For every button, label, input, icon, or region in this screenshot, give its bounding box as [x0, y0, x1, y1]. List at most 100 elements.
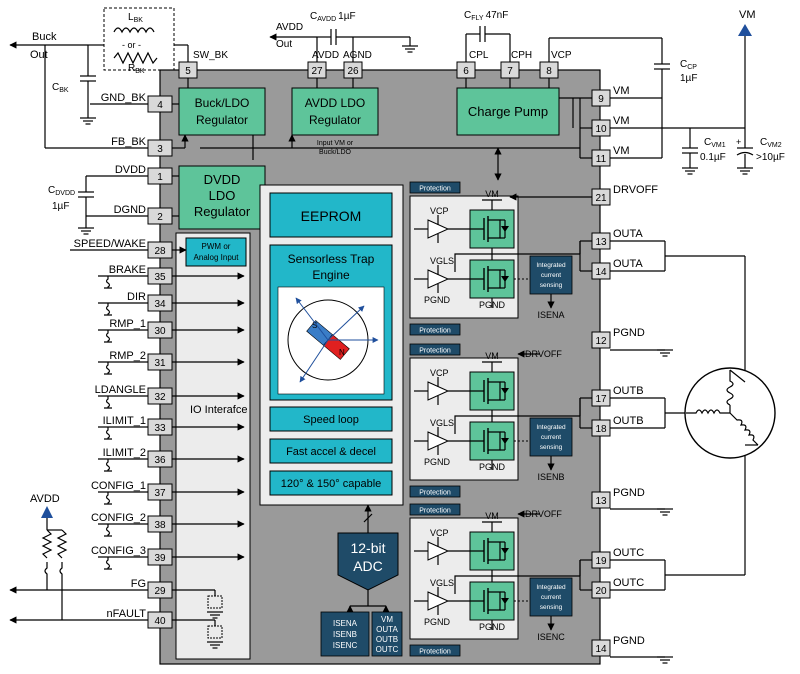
vm-label: VM [485, 511, 499, 521]
avdd-arrow-icon [41, 506, 53, 518]
motor-winding-c-icon [729, 412, 759, 446]
pin-label: OUTC [613, 577, 644, 589]
pin-label: SPEED/WAKE [74, 238, 146, 250]
pin-label: nFAULT [106, 608, 146, 620]
adc-input-label: OUTA [376, 625, 398, 634]
pin-label: VM [613, 115, 630, 127]
adc-input-label: ISENC [333, 641, 358, 650]
eeprom-label: EEPROM [301, 208, 362, 224]
half-bridge-2: ProtectionProtectionDRVOFFVMPGNDVCPVGLSP… [409, 343, 592, 498]
vm-label: VM [485, 351, 499, 361]
eeprom-block [269, 192, 393, 238]
pin-number: 31 [154, 358, 166, 369]
pin-number: 12 [595, 336, 607, 347]
pin-number: 39 [154, 553, 166, 564]
buck-out-label: Buck [32, 31, 57, 43]
protection-tag: Protection [409, 644, 461, 657]
pin-number: 9 [598, 94, 604, 105]
pin-top-7: 7 [500, 61, 520, 79]
pulldown-icon [104, 524, 112, 537]
pin-label: RMP_2 [109, 350, 146, 362]
dvdd-title-3: Regulator [194, 204, 251, 219]
pin-number: 33 [154, 423, 166, 434]
pin-left-28: 28 SPEED/WAKE [74, 238, 173, 259]
protection-tag: Protection [409, 503, 461, 516]
pin-right-12-pgnd: 12 PGND [591, 327, 645, 349]
input-buck-label: Buck/LDO [319, 149, 351, 156]
pin-right-9-vm: 9VM [591, 85, 630, 107]
avdd-pullup-label: AVDD [30, 493, 60, 505]
pin-number: 37 [154, 488, 166, 499]
pulldown-icon [104, 276, 112, 289]
rbk-label: RBK [128, 63, 145, 75]
pin-left-31: 31 RMP_2 [109, 350, 173, 371]
vm-arrow-icon [738, 24, 752, 36]
cvm2-value: >10µF [756, 152, 785, 163]
pin-number: 5 [185, 66, 191, 77]
pin-number: 21 [595, 193, 607, 204]
pin-number: 26 [347, 66, 359, 77]
pin-top-26: 26 [343, 61, 363, 79]
buck-ldo-title: Buck/LDO [195, 96, 250, 110]
label-cph: CPH [511, 50, 532, 61]
pin-label: OUTB [613, 385, 644, 397]
svg-text:Protection: Protection [419, 328, 451, 335]
svg-text:Protection: Protection [419, 348, 451, 355]
vcp-label: VCP [430, 528, 449, 538]
pin-label: CONFIG_1 [91, 480, 146, 492]
pin-number: 27 [311, 66, 323, 77]
pulldown-icon [104, 492, 112, 505]
pin-number: 13 [595, 237, 607, 248]
pin-number: 28 [154, 246, 166, 257]
dvdd-title-2: LDO [209, 188, 236, 203]
motor-winding-a-icon [726, 370, 734, 413]
svg-text:Integrated: Integrated [536, 424, 566, 431]
lbk-rbk-box [103, 7, 175, 71]
pin-number: 35 [154, 272, 166, 283]
pin-label: OUTA [613, 258, 643, 270]
cdvdd-value: 1µF [52, 201, 69, 212]
adc-input-label: OUTC [376, 645, 399, 654]
avdd-out-label: AVDD [276, 22, 303, 33]
adc-voltage-inputs [371, 611, 403, 657]
pin-label: RMP_1 [109, 318, 146, 330]
svg-text:Protection: Protection [419, 186, 451, 193]
nfault-open-drain-icon [172, 619, 224, 649]
pin-label: PGND [613, 327, 645, 339]
label-vcp: VCP [551, 50, 572, 61]
cdvdd-label: CDVDD [48, 185, 75, 197]
svg-text:current: current [541, 272, 561, 279]
svg-text:current: current [541, 594, 561, 601]
pin-label: OUTA [613, 228, 643, 240]
pin-number: 14 [595, 644, 607, 655]
ccp-value: 1µF [680, 73, 697, 84]
accel-block [269, 438, 393, 464]
pin-top-6: 6 [456, 61, 476, 79]
label-agnd: AGND [343, 50, 372, 61]
adc-input-label: ISENA [333, 619, 358, 628]
pin-label: OUTB [613, 415, 644, 427]
pin-label: ILIMIT_1 [103, 415, 146, 427]
resistor-icon [113, 51, 158, 65]
pin-number: 11 [596, 154, 607, 165]
pin-label: PGND [613, 487, 645, 499]
pulldown-icon [104, 362, 112, 375]
vcp-label: VCP [430, 206, 449, 216]
buck-ldo-regulator [178, 87, 266, 136]
pin-label: PGND [613, 635, 645, 647]
pulldown-icon [104, 459, 112, 472]
pin-number: 1 [157, 172, 163, 183]
cvm2-label: CVM2 [760, 137, 782, 149]
pin-number: 20 [595, 586, 607, 597]
pin-label: CONFIG_3 [91, 545, 146, 557]
pwm-label: PWM or [202, 242, 231, 251]
vgls-label: VGLS [430, 418, 454, 428]
vm-label: VM [485, 189, 499, 199]
